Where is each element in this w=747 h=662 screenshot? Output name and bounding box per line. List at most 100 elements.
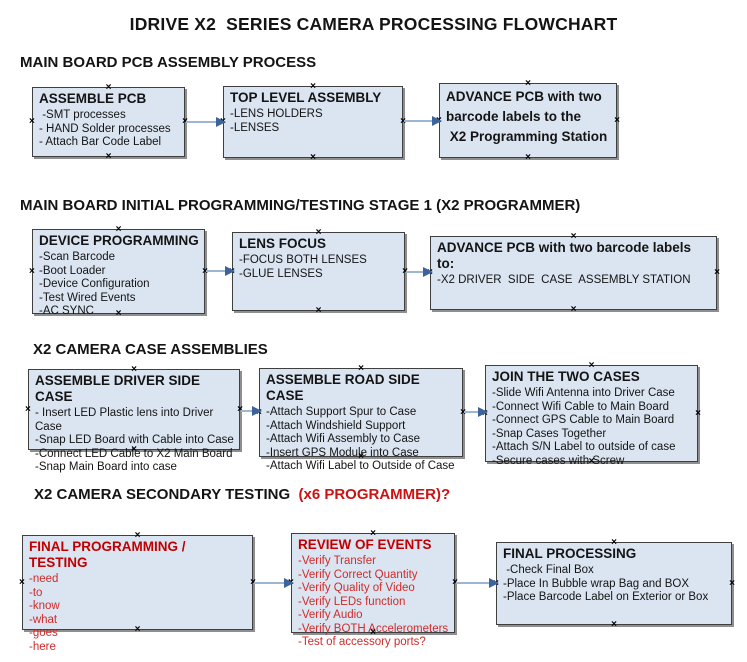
arrow-line xyxy=(456,582,490,584)
connection-point-icon: × xyxy=(614,114,620,126)
section-heading-red-part: (x6 PROGRAMMER)? xyxy=(294,486,451,503)
box-title: JOIN THE TWO CASES xyxy=(492,369,640,384)
page-title: IDRIVE X2 SERIES CAMERA PROCESSING FLOWC… xyxy=(129,14,618,34)
box-item: -Boot Loader xyxy=(39,264,106,277)
box-item: -Attach Wifi Assembly to Case xyxy=(266,433,421,445)
arrow-line xyxy=(254,582,285,584)
flow-box-final-processing: × × × × FINAL PROCESSING -Check Final Bo… xyxy=(493,538,735,630)
box-item: -to xyxy=(29,586,43,599)
box-item: -goes xyxy=(29,627,58,639)
box-item: -here xyxy=(29,640,56,653)
arrow-line xyxy=(206,270,226,272)
box-item: -Connect Wifi Cable to Main Board xyxy=(492,400,670,413)
arrow-right-icon xyxy=(252,406,262,416)
flow-box-top-level-assembly: × × × × TOP LEVEL ASSEMBLY -LENS HOLDERS… xyxy=(220,82,406,163)
box-title: ADVANCE PCB with two barcode labels to: xyxy=(437,240,695,271)
arrow-right-icon xyxy=(284,578,294,588)
box-item: -Test of accessory ports? xyxy=(298,636,426,648)
flow-box-lens-focus: × × × × LENS FOCUS -FOCUS BOTH LENSES -G… xyxy=(229,228,408,316)
flow-box-assemble-pcb: × × × × ASSEMBLE PCB -SMT processes - HA… xyxy=(29,83,188,162)
section-heading-initial-programming: MAIN BOARD INITIAL PROGRAMMING/TESTING S… xyxy=(20,197,581,214)
box-item: -Snap LED Board with Cable into Case xyxy=(35,434,234,446)
box-item: -Secure cases with Screw xyxy=(492,454,625,467)
connection-point-icon: × xyxy=(611,619,617,630)
box-item: -Connect LED Cable to X2 Main Board xyxy=(35,447,233,460)
box-title: LENS FOCUS xyxy=(239,236,327,251)
box-title: FINAL PROGRAMMING / TESTING xyxy=(29,539,190,570)
connection-point-icon: × xyxy=(19,576,25,588)
flow-box-device-programming: × × × × DEVICE PROGRAMMING -Scan Barcode… xyxy=(29,225,208,319)
arrow-right-icon xyxy=(423,267,433,277)
box-title: FINAL PROCESSING xyxy=(503,546,637,561)
box-item: -GLUE LENSES xyxy=(239,267,323,280)
box-item: -Verify Correct Quantity xyxy=(298,568,418,581)
box-item: -Test Wired Events xyxy=(39,291,136,304)
connection-point-icon: × xyxy=(695,407,701,419)
arrow-right-icon xyxy=(225,266,235,276)
arrow-right-icon xyxy=(216,117,226,127)
box-title: REVIEW OF EVENTS xyxy=(298,537,432,552)
box-item: -Device Configuration xyxy=(39,278,150,290)
box-item: -Check Final Box xyxy=(503,564,594,576)
box-item: -Scan Barcode xyxy=(39,251,116,263)
box-item: -AC SYNC xyxy=(39,305,94,317)
box-item: -FOCUS BOTH LENSES xyxy=(239,254,367,266)
section-heading-secondary-testing: X2 CAMERA SECONDARY TESTING (x6 PROGRAMM… xyxy=(34,486,450,503)
arrow-line xyxy=(241,410,253,412)
box-item: -LENS HOLDERS xyxy=(230,108,323,120)
box-title: ADVANCE PCB with two barcode labels to t… xyxy=(446,89,608,144)
box-title: ASSEMBLE DRIVER SIDE CASE xyxy=(35,373,204,404)
connection-point-icon: × xyxy=(570,304,577,315)
box-item: -Place In Bubble wrap Bag and BOX xyxy=(503,577,690,590)
flow-box-assemble-driver-side-case: × × × × ASSEMBLE DRIVER SIDE CASE - Inse… xyxy=(25,365,243,474)
arrow-right-icon xyxy=(478,407,488,417)
box-title: TOP LEVEL ASSEMBLY xyxy=(230,90,382,105)
box-item: -Attach Windshield Support xyxy=(266,419,406,432)
section-heading-case-assemblies: X2 CAMERA CASE ASSEMBLIES xyxy=(33,341,268,358)
box-item: -Verify Quality of Video xyxy=(298,582,415,594)
box-item: -know xyxy=(29,600,60,612)
box-item: - HAND Solder processes xyxy=(39,122,171,135)
box-item: -Verify Audio xyxy=(298,609,363,621)
flow-box-final-programming-testing: × × × × FINAL PROGRAMMING / TESTING -nee… xyxy=(19,531,256,653)
flow-box-assemble-road-side-case: × × × × ASSEMBLE ROAD SIDE CASE -Attach … xyxy=(256,364,466,473)
box-item: -Place Barcode Label on Exterior or Box xyxy=(503,591,709,603)
connection-point-icon: × xyxy=(729,577,735,589)
arrow-right-icon xyxy=(432,116,442,126)
box-item: - Insert LED Plastic lens into Driver Ca… xyxy=(35,407,217,433)
connection-point-icon: × xyxy=(714,267,720,278)
connection-point-icon: × xyxy=(29,116,35,127)
box-item: - Attach Bar Code Label xyxy=(39,136,162,148)
box-item: -need xyxy=(29,573,59,585)
flow-box-advance-pcb-programming-station: × × × × ADVANCE PCB with two barcode lab… xyxy=(436,79,620,163)
box-item: -Verify LEDs function xyxy=(298,595,406,608)
box-item: -Connect GPS Cable to Main Board xyxy=(492,414,675,426)
box-item: -Slide Wifi Antenna into Driver Case xyxy=(492,387,675,399)
arrow-line xyxy=(464,411,479,413)
box-item: -Attach S/N Label to outside of case xyxy=(492,441,676,453)
connection-point-icon: × xyxy=(310,152,316,163)
box-item: -Insert GPS Module into Case xyxy=(266,446,419,459)
flow-box-review-of-events: × × × × REVIEW OF EVENTS -Verify Transfe… xyxy=(288,529,458,649)
section-heading-black-part: X2 CAMERA SECONDARY TESTING xyxy=(34,486,295,503)
connection-point-icon: × xyxy=(25,403,31,415)
box-item: -what xyxy=(29,613,58,626)
box-item: -LENSES xyxy=(230,121,280,134)
flow-box-join-the-two-cases: × × × × JOIN THE TWO CASES -Slide Wifi A… xyxy=(482,361,701,467)
box-item: -Verify BOTH Accelerometers xyxy=(298,622,449,635)
flow-box-advance-pcb-driver-side: × × × × ADVANCE PCB with two barcode lab… xyxy=(427,232,720,315)
arrow-right-icon xyxy=(489,578,499,588)
connection-point-icon: × xyxy=(105,151,112,162)
connection-point-icon: × xyxy=(29,265,35,277)
connection-point-icon: × xyxy=(525,152,531,163)
arrow-line xyxy=(406,271,424,273)
box-item: -X2 DRIVER SIDE CASE ASSEMBLY STATION xyxy=(437,274,691,286)
box-item: -Snap Main Board into case xyxy=(35,461,177,473)
connection-point-icon: × xyxy=(315,305,322,316)
section-heading-pcb-assembly: MAIN BOARD PCB ASSEMBLY PROCESS xyxy=(20,54,317,71)
box-title: ASSEMBLE PCB xyxy=(39,91,147,106)
box-item: -Attach Wifi Label to Outside of Case xyxy=(266,460,455,472)
box-item: -SMT processes xyxy=(39,109,126,121)
box-item: -Attach Support Spur to Case xyxy=(266,406,417,418)
